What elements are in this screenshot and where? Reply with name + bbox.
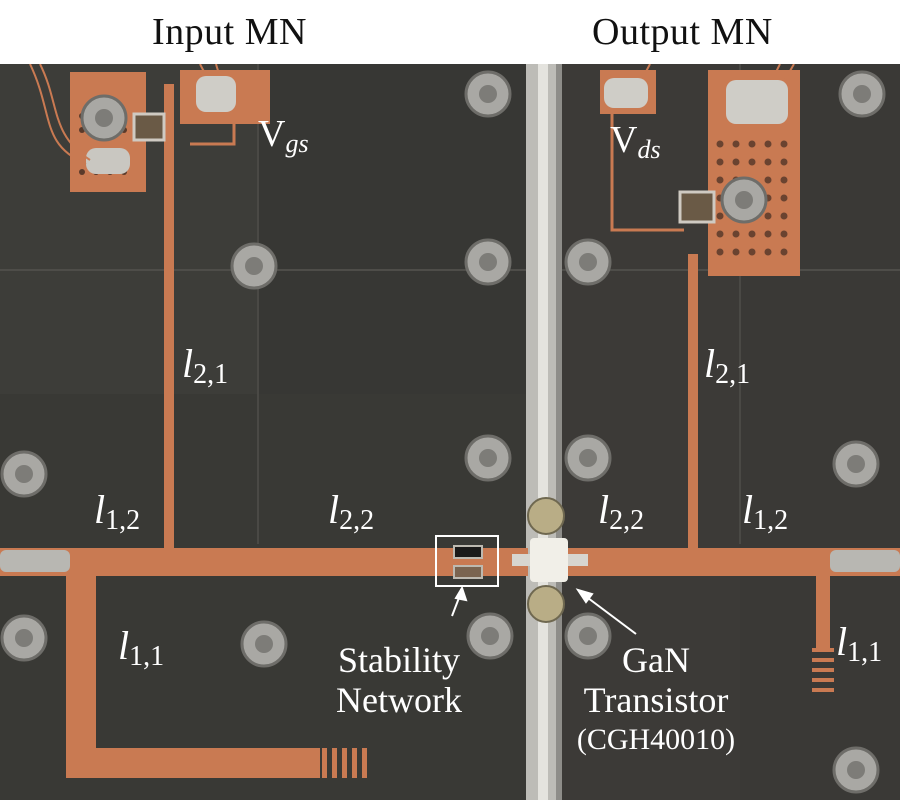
label-l22-left-base: l bbox=[328, 487, 340, 532]
bias-capacitor-right bbox=[678, 190, 716, 224]
label-vds-base: V bbox=[610, 119, 638, 161]
gan-transistor-package bbox=[530, 538, 568, 582]
l11-right-stub-fingers bbox=[812, 648, 834, 692]
caption-gan-line1: GaN bbox=[622, 640, 690, 680]
trace-l21-left bbox=[164, 84, 174, 574]
label-l12-right-base: l bbox=[742, 487, 754, 532]
caption-gan-transistor: GaN Transistor (CGH40010) bbox=[556, 640, 756, 760]
figure-header: Input MN Output MN bbox=[0, 0, 900, 64]
output-mn-title: Output MN bbox=[592, 11, 773, 53]
caption-stability-line2: Network bbox=[336, 680, 462, 720]
screw-15 bbox=[564, 612, 612, 660]
trace-l21-right bbox=[688, 254, 698, 564]
label-l11-right-sub: 1,1 bbox=[847, 637, 883, 668]
label-l22-left-sub: 2,2 bbox=[339, 505, 375, 536]
center-rail-highlight bbox=[538, 64, 548, 800]
screw-4 bbox=[230, 242, 278, 290]
screw-7 bbox=[720, 176, 768, 224]
input-traces bbox=[0, 84, 528, 778]
sma-connector-left bbox=[0, 550, 70, 572]
label-vgs: Vgs bbox=[258, 112, 309, 159]
label-vds: Vds bbox=[610, 118, 661, 165]
solder-vds bbox=[604, 78, 648, 108]
pcb-photo bbox=[0, 64, 900, 800]
arrowhead-gan bbox=[575, 588, 594, 604]
label-l12-right-sub: 1,2 bbox=[753, 505, 789, 536]
transistor-screw-bottom bbox=[527, 585, 565, 623]
caption-gan-line2: Transistor bbox=[583, 680, 729, 720]
label-l21-left-sub: 2,1 bbox=[193, 359, 229, 390]
trace-vds-feed bbox=[610, 114, 684, 232]
stability-resistor bbox=[453, 545, 483, 559]
label-l12-right: l1,2 bbox=[742, 486, 788, 537]
screw-8 bbox=[0, 450, 48, 498]
screw-10 bbox=[564, 434, 612, 482]
screw-14 bbox=[466, 612, 514, 660]
label-l11-left-base: l bbox=[118, 623, 130, 668]
label-l12-left-sub: 1,2 bbox=[105, 505, 141, 536]
screw-11 bbox=[832, 440, 880, 488]
screw-6 bbox=[564, 238, 612, 286]
label-l11-right-base: l bbox=[836, 619, 848, 664]
label-vgs-base: V bbox=[258, 113, 286, 155]
screw-1 bbox=[80, 94, 128, 142]
solder-vgs bbox=[196, 76, 236, 112]
label-l21-right-base: l bbox=[704, 341, 716, 386]
label-l21-right: l2,1 bbox=[704, 340, 750, 391]
arrowhead-stability bbox=[454, 585, 468, 602]
screw-2 bbox=[464, 70, 512, 118]
screw-9 bbox=[464, 434, 512, 482]
trace-l11-left-horizontal bbox=[66, 748, 320, 778]
screw-3 bbox=[838, 70, 886, 118]
screws bbox=[0, 70, 886, 794]
sma-connector-right bbox=[830, 550, 900, 572]
screw-12 bbox=[0, 614, 48, 662]
label-vgs-sub: gs bbox=[285, 129, 309, 158]
label-l22-left: l2,2 bbox=[328, 486, 374, 537]
label-l22-right-base: l bbox=[598, 487, 610, 532]
l11-left-stub-fingers bbox=[322, 748, 367, 778]
bias-solder-left bbox=[86, 148, 130, 174]
screw-5 bbox=[464, 238, 512, 286]
caption-stability-line1: Stability bbox=[337, 640, 460, 680]
label-l12-left: l1,2 bbox=[94, 486, 140, 537]
label-l22-right-sub: 2,2 bbox=[609, 505, 645, 536]
label-l11-right: l1,1 bbox=[836, 618, 882, 669]
label-l21-right-sub: 2,1 bbox=[715, 359, 751, 390]
arrows bbox=[451, 585, 637, 635]
label-l21-left-base: l bbox=[182, 341, 194, 386]
label-vds-sub: ds bbox=[637, 135, 661, 164]
gan-transistor-lead-left bbox=[512, 554, 530, 566]
center-rail-shadow bbox=[556, 64, 562, 800]
bias-capacitor-left bbox=[132, 112, 166, 142]
screw-13 bbox=[240, 620, 288, 668]
input-mn-title: Input MN bbox=[152, 11, 307, 53]
caption-stability-network: Stability Network bbox=[336, 640, 462, 720]
trace-l11-right bbox=[816, 558, 830, 648]
trace-vgs-feed bbox=[190, 120, 236, 146]
transistor-screw-top bbox=[527, 497, 565, 535]
board-texture-2 bbox=[258, 64, 528, 394]
label-l22-right: l2,2 bbox=[598, 486, 644, 537]
stability-network-box bbox=[435, 535, 499, 587]
screw-16 bbox=[832, 746, 880, 794]
gan-transistor-lead-right bbox=[568, 554, 588, 566]
label-l21-left: l2,1 bbox=[182, 340, 228, 391]
label-l11-left-sub: 1,1 bbox=[129, 641, 165, 672]
solder-right-pad bbox=[726, 80, 788, 124]
trace-l11-left-vertical bbox=[66, 558, 96, 778]
label-l11-left: l1,1 bbox=[118, 622, 164, 673]
stability-capacitor bbox=[453, 565, 483, 579]
caption-gan-line3: (CGH40010) bbox=[576, 723, 736, 756]
label-l12-left-base: l bbox=[94, 487, 106, 532]
